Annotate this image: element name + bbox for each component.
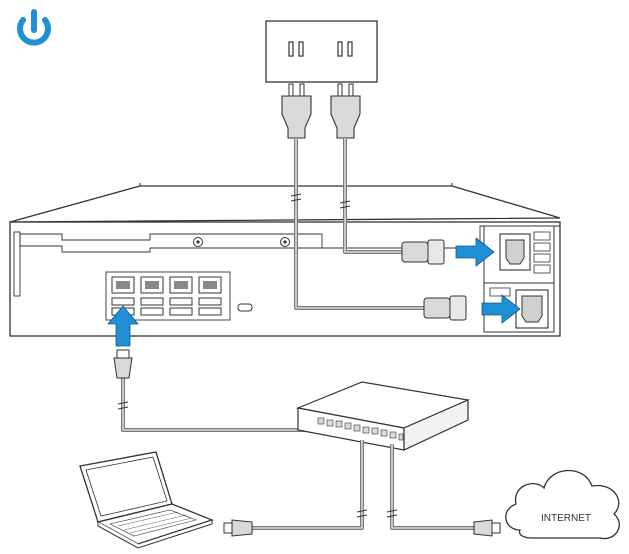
internet-label: INTERNET — [541, 513, 591, 524]
power-cable-2 — [339, 138, 402, 254]
power-outlet — [265, 20, 378, 83]
lan-plug-internet — [473, 519, 501, 537]
lan-cable-internet — [386, 444, 474, 530]
lan-cable-laptop — [252, 440, 368, 530]
laptop — [79, 451, 214, 549]
power-icon — [17, 9, 51, 46]
arrow-power-1 — [455, 237, 495, 267]
lan-plug-nas — [113, 349, 133, 379]
lan-cable-nas — [117, 378, 330, 432]
power-plug-2 — [330, 83, 361, 139]
internet-cloud: INTERNET — [505, 469, 620, 540]
power-cable-1 — [290, 138, 424, 310]
power-supply-1 — [499, 231, 551, 274]
lan-plug-laptop — [223, 519, 253, 537]
nas-rear-panel — [9, 183, 561, 337]
power-plug-1 — [281, 83, 312, 139]
power-connector-1 — [401, 239, 445, 265]
network-switch — [295, 381, 471, 451]
power-supply-2 — [489, 287, 549, 329]
power-connector-2 — [423, 295, 467, 321]
arrow-power-2 — [481, 294, 521, 324]
arrow-lan — [107, 305, 139, 347]
